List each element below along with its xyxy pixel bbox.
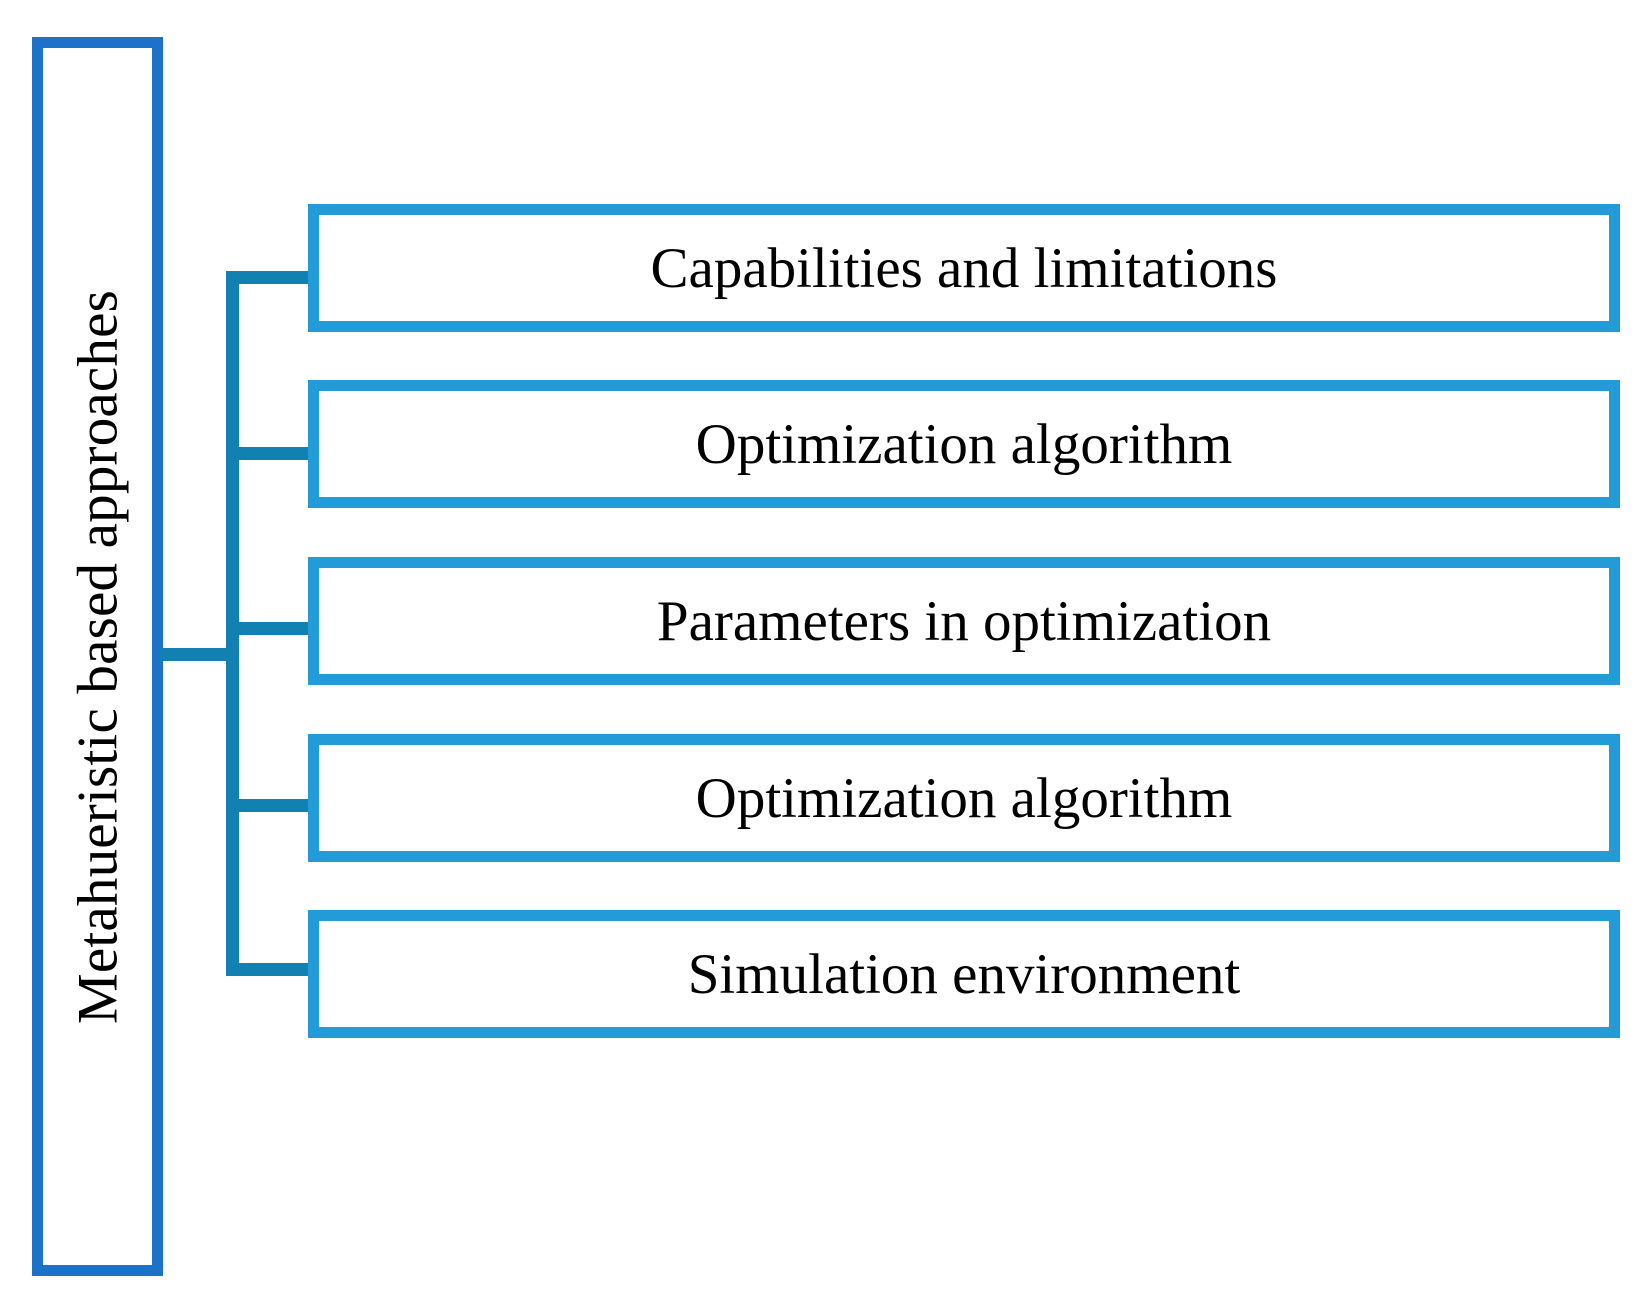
leaf-node-optimization-algorithm-2[interactable]: Optimization algorithm	[308, 734, 1620, 862]
leaf-node-capabilities-and-limitations[interactable]: Capabilities and limitations	[308, 204, 1620, 332]
leaf-node-optimization-algorithm-1[interactable]: Optimization algorithm	[308, 380, 1620, 508]
root-node-label: Metahueristic based approaches	[66, 289, 129, 1024]
leaf-node-label: Simulation environment	[687, 942, 1241, 1006]
connector-branch-5	[226, 963, 308, 976]
leaf-node-parameters-in-optimization[interactable]: Parameters in optimization	[308, 557, 1620, 685]
leaf-node-label: Capabilities and limitations	[650, 236, 1278, 300]
connector-branch-3	[226, 622, 308, 635]
connector-branch-1	[226, 271, 308, 284]
leaf-node-simulation-environment[interactable]: Simulation environment	[308, 910, 1620, 1038]
connector-root-stem	[160, 648, 239, 661]
root-node-metaheuristic-based-approaches[interactable]: Metahueristic based approaches	[32, 37, 163, 1276]
connector-branch-2	[226, 447, 308, 460]
leaf-node-label: Optimization algorithm	[695, 412, 1233, 476]
leaf-node-label: Optimization algorithm	[695, 766, 1233, 830]
connector-branch-4	[226, 799, 308, 812]
leaf-node-label: Parameters in optimization	[656, 589, 1272, 653]
